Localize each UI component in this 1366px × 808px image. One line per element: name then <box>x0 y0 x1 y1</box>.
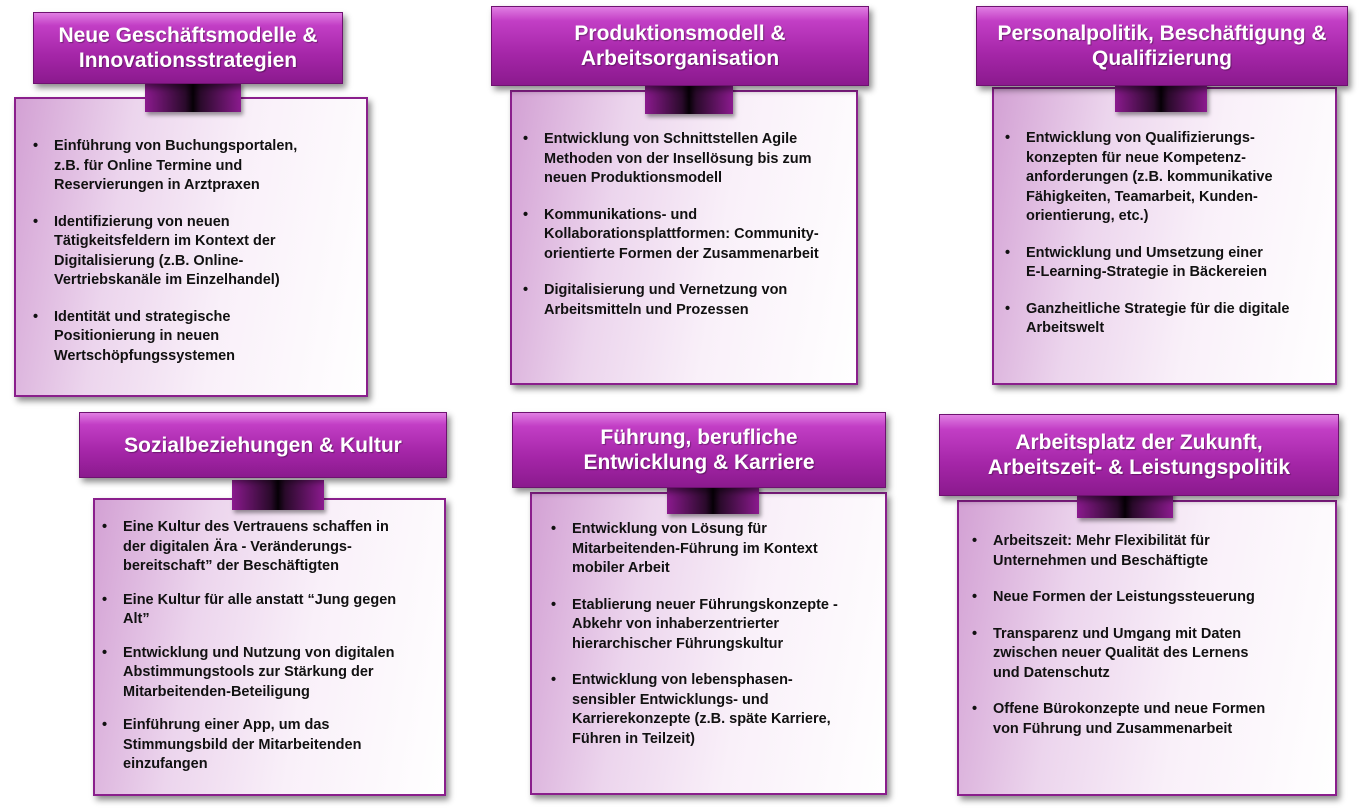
list-item: Digitalisierung und Vernetzung von Arbei… <box>518 281 840 320</box>
panel-card: Entwicklung von Lösung für Mitarbeitende… <box>530 492 887 795</box>
panel-card: Entwicklung von Schnittstellen Agile Met… <box>510 90 858 385</box>
list-item: Einführung einer App, um das Stimmungsbi… <box>97 716 430 775</box>
panel-title: Personalpolitik, Beschäftigung & Qualifi… <box>976 6 1348 86</box>
panel-card: Eine Kultur des Vertrauens schaffen in d… <box>93 498 446 796</box>
list-item: Kommunikations- und Kollaborationsplattf… <box>518 206 840 265</box>
panel-title: Neue Geschäftsmodelle & Innovationsstrat… <box>33 12 343 84</box>
panel-title: Führung, berufliche Entwicklung & Karrie… <box>512 412 886 488</box>
bullet-list: Entwicklung von Qualifizierungs- konzept… <box>1000 129 1331 339</box>
bullet-list: Einführung von Buchungsportalen, z.B. fü… <box>28 137 358 366</box>
list-item: Arbeitszeit: Mehr Flexibilität für Unter… <box>967 532 1321 571</box>
panel-card: Arbeitszeit: Mehr Flexibilität für Unter… <box>957 500 1337 796</box>
bullet-list: Arbeitszeit: Mehr Flexibilität für Unter… <box>967 532 1331 739</box>
list-item: Einführung von Buchungsportalen, z.B. fü… <box>28 137 348 196</box>
bullet-list: Entwicklung von Schnittstellen Agile Met… <box>518 130 850 320</box>
header-tab <box>232 480 324 510</box>
list-item: Eine Kultur des Vertrauens schaffen in d… <box>97 518 430 577</box>
panel-title: Sozialbeziehungen & Kultur <box>79 412 447 478</box>
bullet-list: Eine Kultur des Vertrauens schaffen in d… <box>97 518 440 775</box>
header-tab <box>1115 82 1207 112</box>
panel-card: Einführung von Buchungsportalen, z.B. fü… <box>14 97 368 397</box>
list-item: Identifizierung von neuen Tätigkeitsfeld… <box>28 213 348 291</box>
header-tab <box>645 84 733 114</box>
list-item: Entwicklung und Umsetzung einer E-Learni… <box>1000 244 1321 283</box>
list-item: Offene Bürokonzepte und neue Formen von … <box>967 700 1321 739</box>
list-item: Neue Formen der Leistungssteuerung <box>967 588 1321 608</box>
header-tab <box>667 484 759 514</box>
list-item: Entwicklung von Lösung für Mitarbeitende… <box>546 520 871 579</box>
list-item: Entwicklung von lebensphasen- sensibler … <box>546 671 871 749</box>
list-item: Entwicklung und Nutzung von digitalen Ab… <box>97 644 430 703</box>
panel-card: Entwicklung von Qualifizierungs- konzept… <box>992 87 1337 385</box>
list-item: Etablierung neuer Führungskonzepte - Abk… <box>546 596 871 655</box>
list-item: Entwicklung von Qualifizierungs- konzept… <box>1000 129 1321 227</box>
panel-title: Produktionsmodell & Arbeitsorganisation <box>491 6 869 86</box>
list-item: Eine Kultur für alle anstatt “Jung gegen… <box>97 591 430 630</box>
list-item: Transparenz und Umgang mit Daten zwische… <box>967 625 1321 684</box>
panel-title: Arbeitsplatz der Zukunft, Arbeitszeit- &… <box>939 414 1339 496</box>
header-tab <box>145 82 241 112</box>
list-item: Ganzheitliche Strategie für die digitale… <box>1000 300 1321 339</box>
list-item: Entwicklung von Schnittstellen Agile Met… <box>518 130 840 189</box>
list-item: Identität und strategische Positionierun… <box>28 308 348 367</box>
bullet-list: Entwicklung von Lösung für Mitarbeitende… <box>546 520 881 749</box>
